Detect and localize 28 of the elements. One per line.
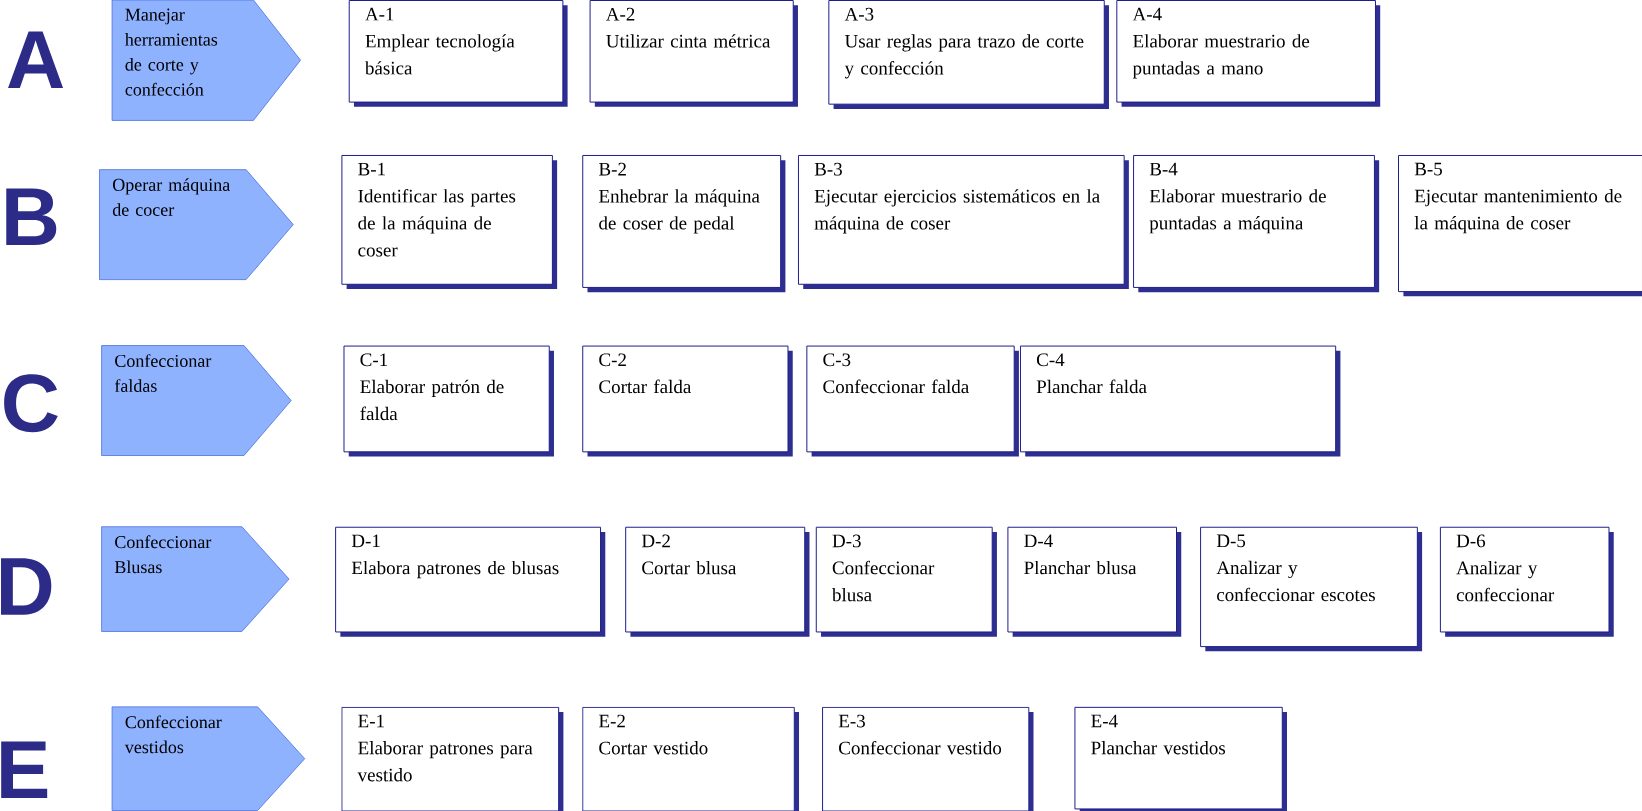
- step-box: C-1 Elaborar patrón de falda: [343, 345, 554, 457]
- step-box: D-1 Elabora patrones de blusas: [335, 526, 606, 637]
- letter-label: E: [1, 741, 48, 798]
- step-box: D-2 Cortar blusa: [625, 526, 810, 637]
- step-box: B-1 Identificar las partes de la máquina de coser: [341, 155, 558, 290]
- step-box: B-3 Ejecutar ejercicios sistemáticos en la máquina de coser: [797, 155, 1129, 290]
- step-box: D-6 Analizar y confeccionar: [1439, 526, 1614, 637]
- step-box: C-4 Planchar falda: [1020, 345, 1341, 457]
- step-box: A-3 Usar reglas para trazo de corte y confección: [828, 0, 1109, 109]
- step-box: D-3 Confeccionar blusa: [815, 526, 997, 637]
- step-box: C-3 Confeccionar falda: [806, 345, 1019, 457]
- step-box: E-1 Elaborar patrones para vestido: [341, 706, 564, 811]
- step-box: E-2 Cortar vestido: [582, 706, 799, 811]
- step-box: A-4 Elaborar muestrario de puntadas a mano: [1116, 0, 1381, 107]
- step-box: B-5 Ejecutar mantenimiento de la máquina de coser: [1398, 155, 1642, 297]
- letter-label: D: [1, 558, 52, 615]
- step-box: A-2 Utilizar cinta métrica: [589, 0, 798, 107]
- step-box: A-1 Emplear tecnología básica: [348, 0, 568, 107]
- letter-label: A: [8, 31, 64, 88]
- step-box: D-4 Planchar blusa: [1007, 526, 1182, 637]
- step-box: C-2 Cortar falda: [582, 345, 793, 457]
- step-box: E-4 Planchar vestidos: [1074, 706, 1287, 811]
- step-box: E-3 Confeccionar vestido: [822, 706, 1034, 811]
- letter-label: B: [6, 188, 57, 245]
- letter-label: C: [4, 374, 58, 433]
- step-box: B-2 Enhebrar la máquina de coser de pedal: [582, 155, 786, 293]
- step-box: B-4 Elaborar muestrario de puntadas a máquina: [1133, 155, 1380, 293]
- step-box: D-5 Analizar y confeccionar escotes: [1200, 526, 1423, 652]
